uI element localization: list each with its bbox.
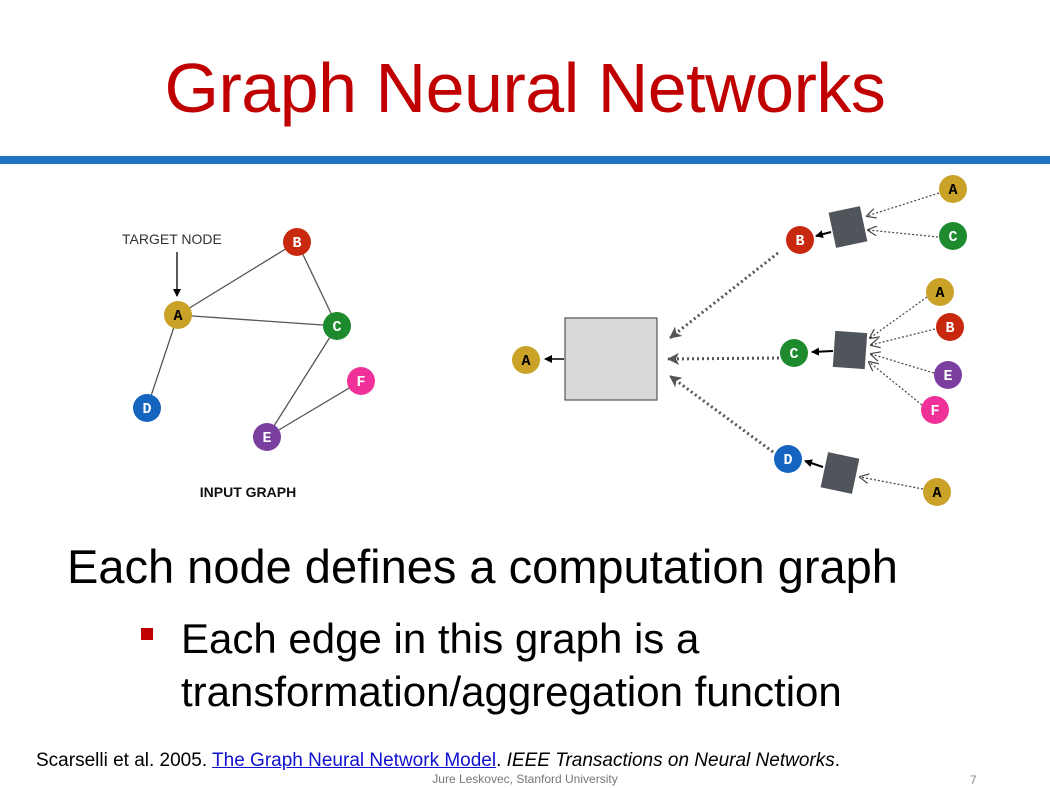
l2-arrow-c-b bbox=[871, 328, 936, 345]
bullet-line-2: transformation/aggregation function bbox=[181, 668, 842, 715]
l2-node-c-f: F bbox=[921, 396, 949, 424]
svg-text:F: F bbox=[356, 374, 365, 391]
svg-text:B: B bbox=[795, 233, 804, 250]
l2-node-c-b: B bbox=[936, 313, 964, 341]
l2-node-d-a: A bbox=[923, 478, 951, 506]
aggregator-box-c bbox=[832, 330, 868, 370]
journal-name: IEEE Transactions on Neural Networks bbox=[506, 750, 835, 771]
bullet-line-1: Each edge in this graph is a bbox=[181, 615, 700, 662]
l1-node-b: B bbox=[786, 226, 814, 254]
svg-text:C: C bbox=[948, 229, 957, 246]
footer-author: Jure Leskovec, Stanford University bbox=[432, 772, 618, 786]
svg-text:A: A bbox=[521, 353, 530, 370]
input-node-c: C bbox=[323, 312, 351, 340]
svg-text:A: A bbox=[935, 285, 944, 302]
page-number: 7 bbox=[970, 773, 977, 787]
input-node-f: F bbox=[347, 367, 375, 395]
l2-node-c-a: A bbox=[926, 278, 954, 306]
gnn-diagram: TARGET NODE A B C D E F INPUT GRAPH bbox=[122, 175, 967, 506]
svg-text:A: A bbox=[173, 308, 182, 325]
input-graph-edges bbox=[146, 241, 362, 438]
agg-c-output bbox=[811, 347, 834, 356]
l2-node-b-a: A bbox=[939, 175, 967, 203]
edge-c-e bbox=[266, 325, 338, 438]
l2-node-b-c: C bbox=[939, 222, 967, 250]
input-node-b: B bbox=[283, 228, 311, 256]
svg-text:A: A bbox=[948, 182, 957, 199]
l2-arrow-c-e bbox=[871, 354, 935, 374]
l2-arrow-b-c bbox=[868, 230, 939, 238]
l2-arrow-b-a bbox=[867, 192, 940, 216]
aggregator-box-b bbox=[828, 206, 868, 248]
input-node-d: D bbox=[133, 394, 161, 422]
citation-prefix: Scarselli et al. 2005. bbox=[36, 750, 213, 771]
edge-a-c bbox=[177, 314, 338, 327]
l2-arrow-c-a bbox=[870, 296, 928, 338]
title-rule bbox=[0, 156, 1050, 164]
svg-text:D: D bbox=[783, 452, 792, 469]
citation-middle: . bbox=[496, 750, 507, 771]
citation: Scarselli et al. 2005. The Graph Neural … bbox=[36, 749, 840, 773]
l2-arrow-d-a bbox=[860, 477, 924, 490]
svg-text:B: B bbox=[292, 235, 301, 252]
input-graph-caption: INPUT GRAPH bbox=[200, 484, 296, 500]
edge-a-b bbox=[177, 241, 298, 316]
bullet-text: Each edge in this graph is a transformat… bbox=[181, 612, 842, 718]
root-node-a: A bbox=[512, 346, 540, 374]
svg-text:E: E bbox=[943, 368, 952, 385]
input-node-e: E bbox=[253, 423, 281, 451]
l1-node-d: D bbox=[774, 445, 802, 473]
edge-e-f bbox=[266, 380, 362, 438]
bullet-marker bbox=[141, 628, 153, 640]
svg-text:A: A bbox=[932, 485, 941, 502]
l1-arrow-b bbox=[669, 251, 779, 340]
svg-text:C: C bbox=[789, 346, 798, 363]
svg-text:C: C bbox=[332, 319, 341, 336]
l1-node-c: C bbox=[780, 339, 808, 367]
svg-text:F: F bbox=[930, 403, 939, 420]
aggregator-box-d bbox=[820, 452, 860, 494]
svg-text:B: B bbox=[945, 320, 954, 337]
paper-link[interactable]: The Graph Neural Network Model bbox=[212, 750, 497, 771]
input-node-a: A bbox=[164, 301, 192, 329]
svg-text:D: D bbox=[142, 401, 151, 418]
root-aggregator-box bbox=[564, 317, 658, 401]
edge-b-c bbox=[296, 241, 338, 327]
citation-suffix: . bbox=[834, 750, 841, 771]
l2-arrow-c-f bbox=[869, 362, 923, 406]
agg-b-output bbox=[815, 230, 832, 239]
slide-title: Graph Neural Networks bbox=[164, 49, 886, 127]
computation-graph: A B C bbox=[512, 175, 967, 506]
l1-arrow-c bbox=[667, 352, 780, 365]
svg-text:E: E bbox=[262, 430, 271, 447]
agg-d-output bbox=[804, 459, 824, 468]
main-heading: Each node defines a computation graph bbox=[67, 540, 898, 593]
input-graph: TARGET NODE A B C D E F INPUT GRAPH bbox=[122, 228, 375, 500]
l1-arrow-d bbox=[669, 374, 774, 454]
target-node-label: TARGET NODE bbox=[122, 231, 222, 247]
l2-node-c-e: E bbox=[934, 361, 962, 389]
edge-a-d bbox=[146, 314, 179, 409]
